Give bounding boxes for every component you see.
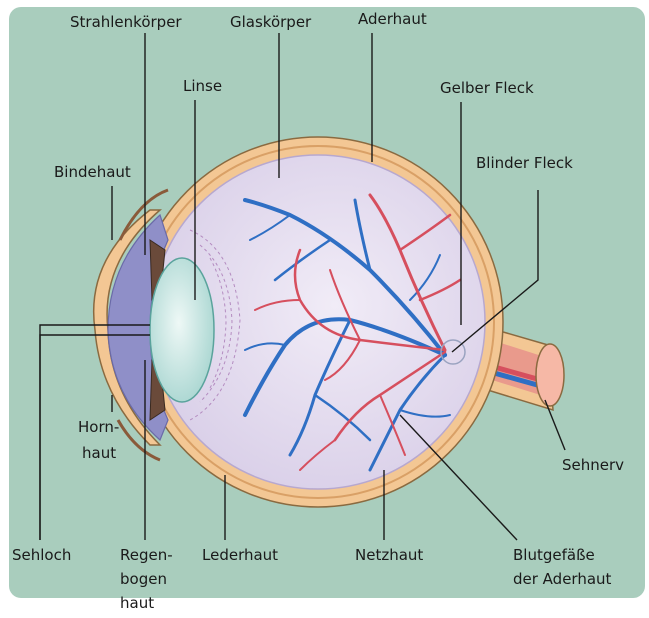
label-horn: Horn-	[78, 418, 119, 436]
label-lederhaut: Lederhaut	[202, 546, 278, 564]
optic-nerve-cut	[536, 344, 564, 406]
label-aderhaut: Aderhaut	[358, 10, 427, 28]
label-regen: Regen-	[120, 546, 173, 564]
label-blutgefaesse: Blutgefäße	[513, 546, 595, 564]
label-linse: Linse	[183, 77, 222, 95]
label-haut: haut	[82, 444, 116, 462]
label-bindehaut: Bindehaut	[54, 163, 131, 181]
label-regenbogenhaut: haut	[120, 594, 154, 612]
label-glaskoerper: Glaskörper	[230, 13, 312, 31]
label-strahlenkoerper: Strahlenkörper	[70, 13, 182, 31]
label-blinder-fleck: Blinder Fleck	[476, 154, 573, 172]
label-der-aderhaut: der Aderhaut	[513, 570, 612, 588]
label-gelber-fleck: Gelber Fleck	[440, 79, 534, 97]
label-bogen: bogen	[120, 570, 167, 588]
label-netzhaut: Netzhaut	[355, 546, 423, 564]
label-sehloch: Sehloch	[12, 546, 71, 564]
lens	[150, 258, 214, 402]
label-sehnerv: Sehnerv	[562, 456, 624, 474]
